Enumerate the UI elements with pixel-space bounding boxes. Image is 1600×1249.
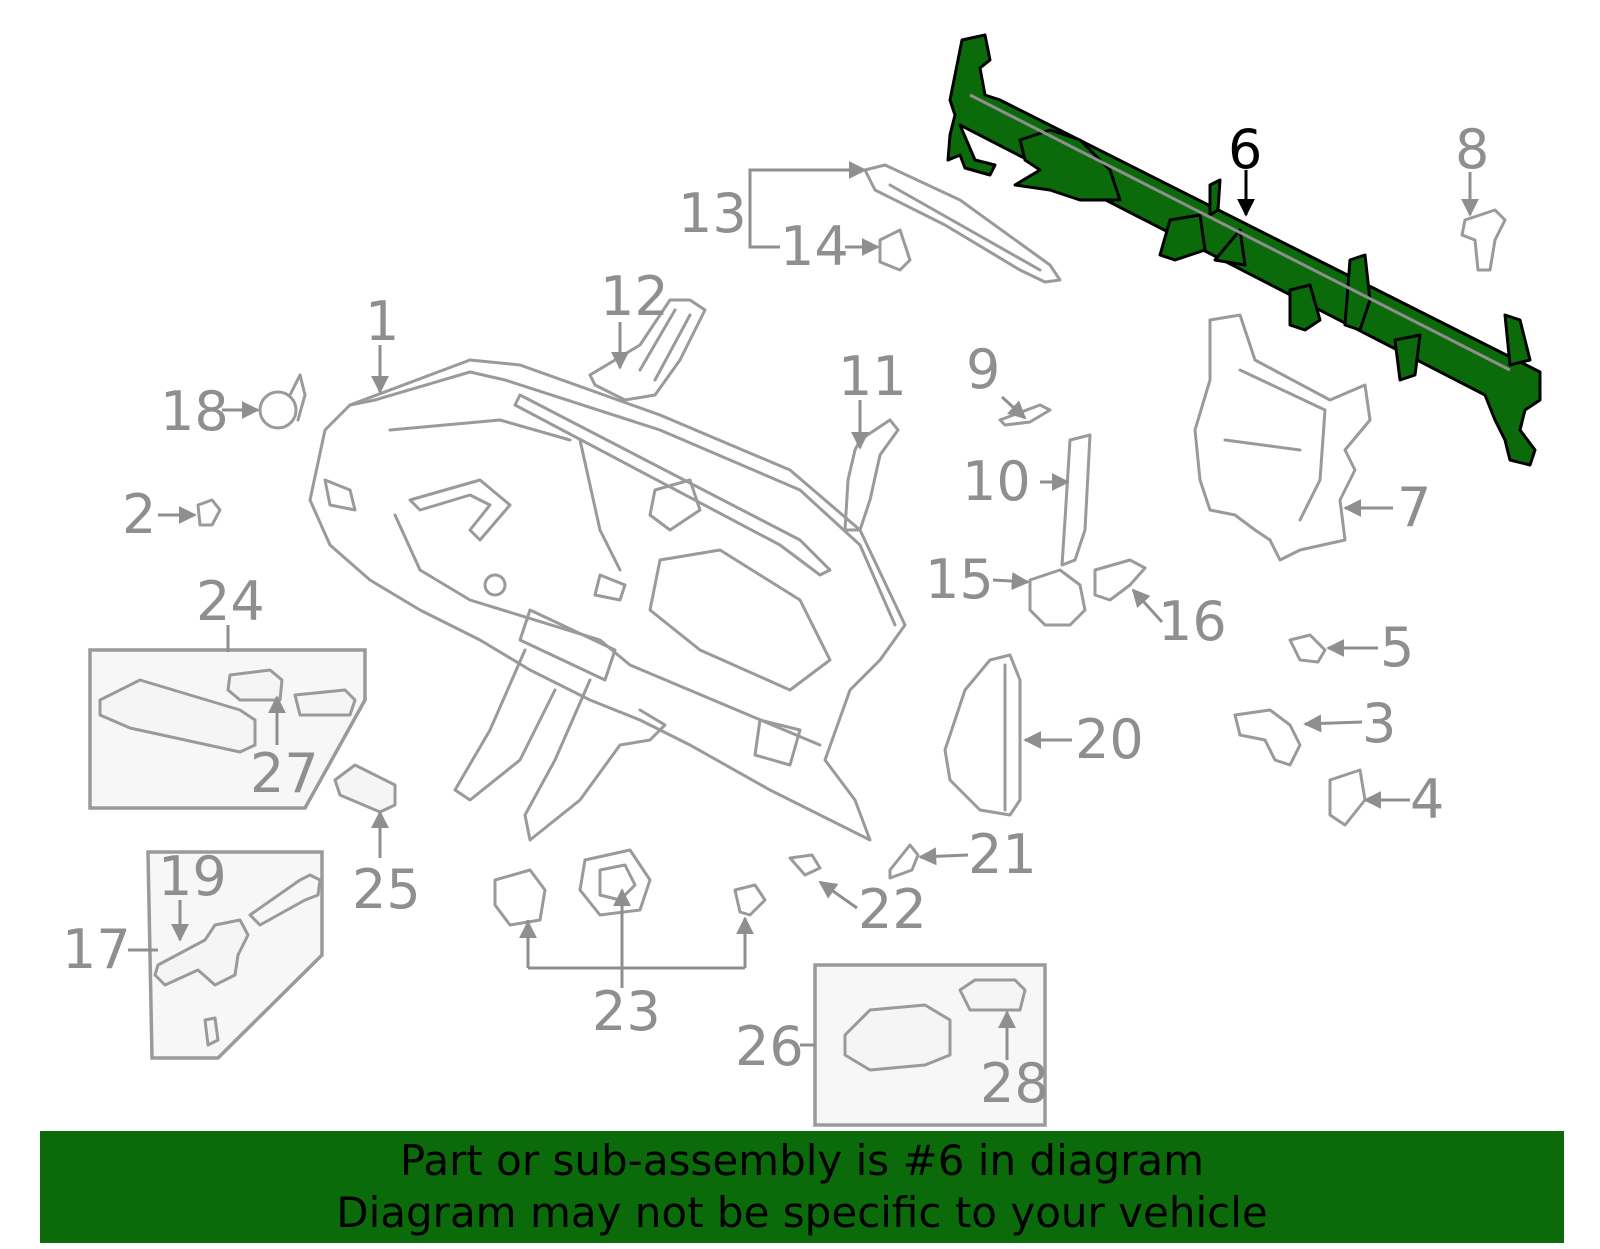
callout-5: 5 (1380, 616, 1414, 679)
callout-14: 14 (780, 215, 849, 278)
callout-19: 19 (158, 845, 227, 908)
callout-20: 20 (1075, 708, 1144, 771)
callout-25: 25 (352, 858, 421, 921)
callout-10: 10 (962, 450, 1031, 513)
callout-22: 22 (858, 878, 927, 941)
part-25-switch (333, 763, 397, 814)
part-5-grommet (1288, 633, 1327, 664)
part-3-bracket (1233, 708, 1302, 767)
part-20-side-cover (943, 653, 1022, 817)
callout-8: 8 (1455, 118, 1489, 181)
info-banner: Part or sub-assembly is #6 in diagram Di… (40, 1131, 1564, 1243)
part-23-vent-assemblies (493, 848, 767, 927)
callout-26: 26 (735, 1015, 804, 1078)
part-22-clip (788, 853, 822, 877)
part-10-brace (1060, 433, 1092, 567)
callout-1: 1 (365, 290, 399, 353)
callout-27: 27 (250, 742, 319, 805)
banner-line-2: Diagram may not be specific to your vehi… (336, 1188, 1268, 1237)
callout-labels: 1 2 3 4 5 6 7 8 9 10 11 12 13 14 15 16 1… (62, 118, 1489, 1115)
part-14-clip (878, 228, 912, 272)
part-6-steering-hanger-beam[interactable] (946, 33, 1542, 467)
callout-23: 23 (592, 980, 661, 1043)
box-17-ignition-lock-kit (146, 850, 324, 1060)
part-18-sensor (258, 373, 307, 430)
part-11-bracket (843, 418, 900, 532)
part-21-bracket (888, 843, 920, 880)
callout-12: 12 (600, 265, 669, 328)
callout-13: 13 (678, 182, 747, 245)
callout-7: 7 (1397, 476, 1431, 539)
banner-line-1: Part or sub-assembly is #6 in diagram (399, 1136, 1205, 1185)
part-7-heater-unit (1193, 313, 1372, 562)
part-1-instrument-panel (308, 358, 907, 842)
part-9-bracket (998, 403, 1052, 427)
callout-28: 28 (980, 1052, 1049, 1115)
callout-9: 9 (966, 338, 1000, 401)
callout-18: 18 (160, 380, 229, 443)
part-16-bracket (1093, 558, 1147, 602)
part-13-defroster-garnish (863, 163, 1062, 284)
part-12-panel-brace (588, 298, 707, 402)
part-8-bracket (1460, 208, 1507, 272)
callout-24: 24 (196, 570, 265, 633)
callout-11: 11 (838, 345, 907, 408)
callout-3: 3 (1362, 692, 1396, 755)
callout-16: 16 (1158, 590, 1227, 653)
callout-15: 15 (925, 548, 994, 611)
part-15-speaker-grille (1028, 568, 1087, 627)
callout-6: 6 (1228, 118, 1262, 181)
callout-4: 4 (1410, 768, 1444, 831)
box-24-center-vent-kit (88, 648, 367, 810)
part-2-clip (196, 498, 222, 527)
callout-2: 2 (122, 483, 156, 546)
callout-17: 17 (62, 918, 131, 981)
callout-21: 21 (968, 823, 1037, 886)
part-4-bracket (1328, 768, 1367, 827)
